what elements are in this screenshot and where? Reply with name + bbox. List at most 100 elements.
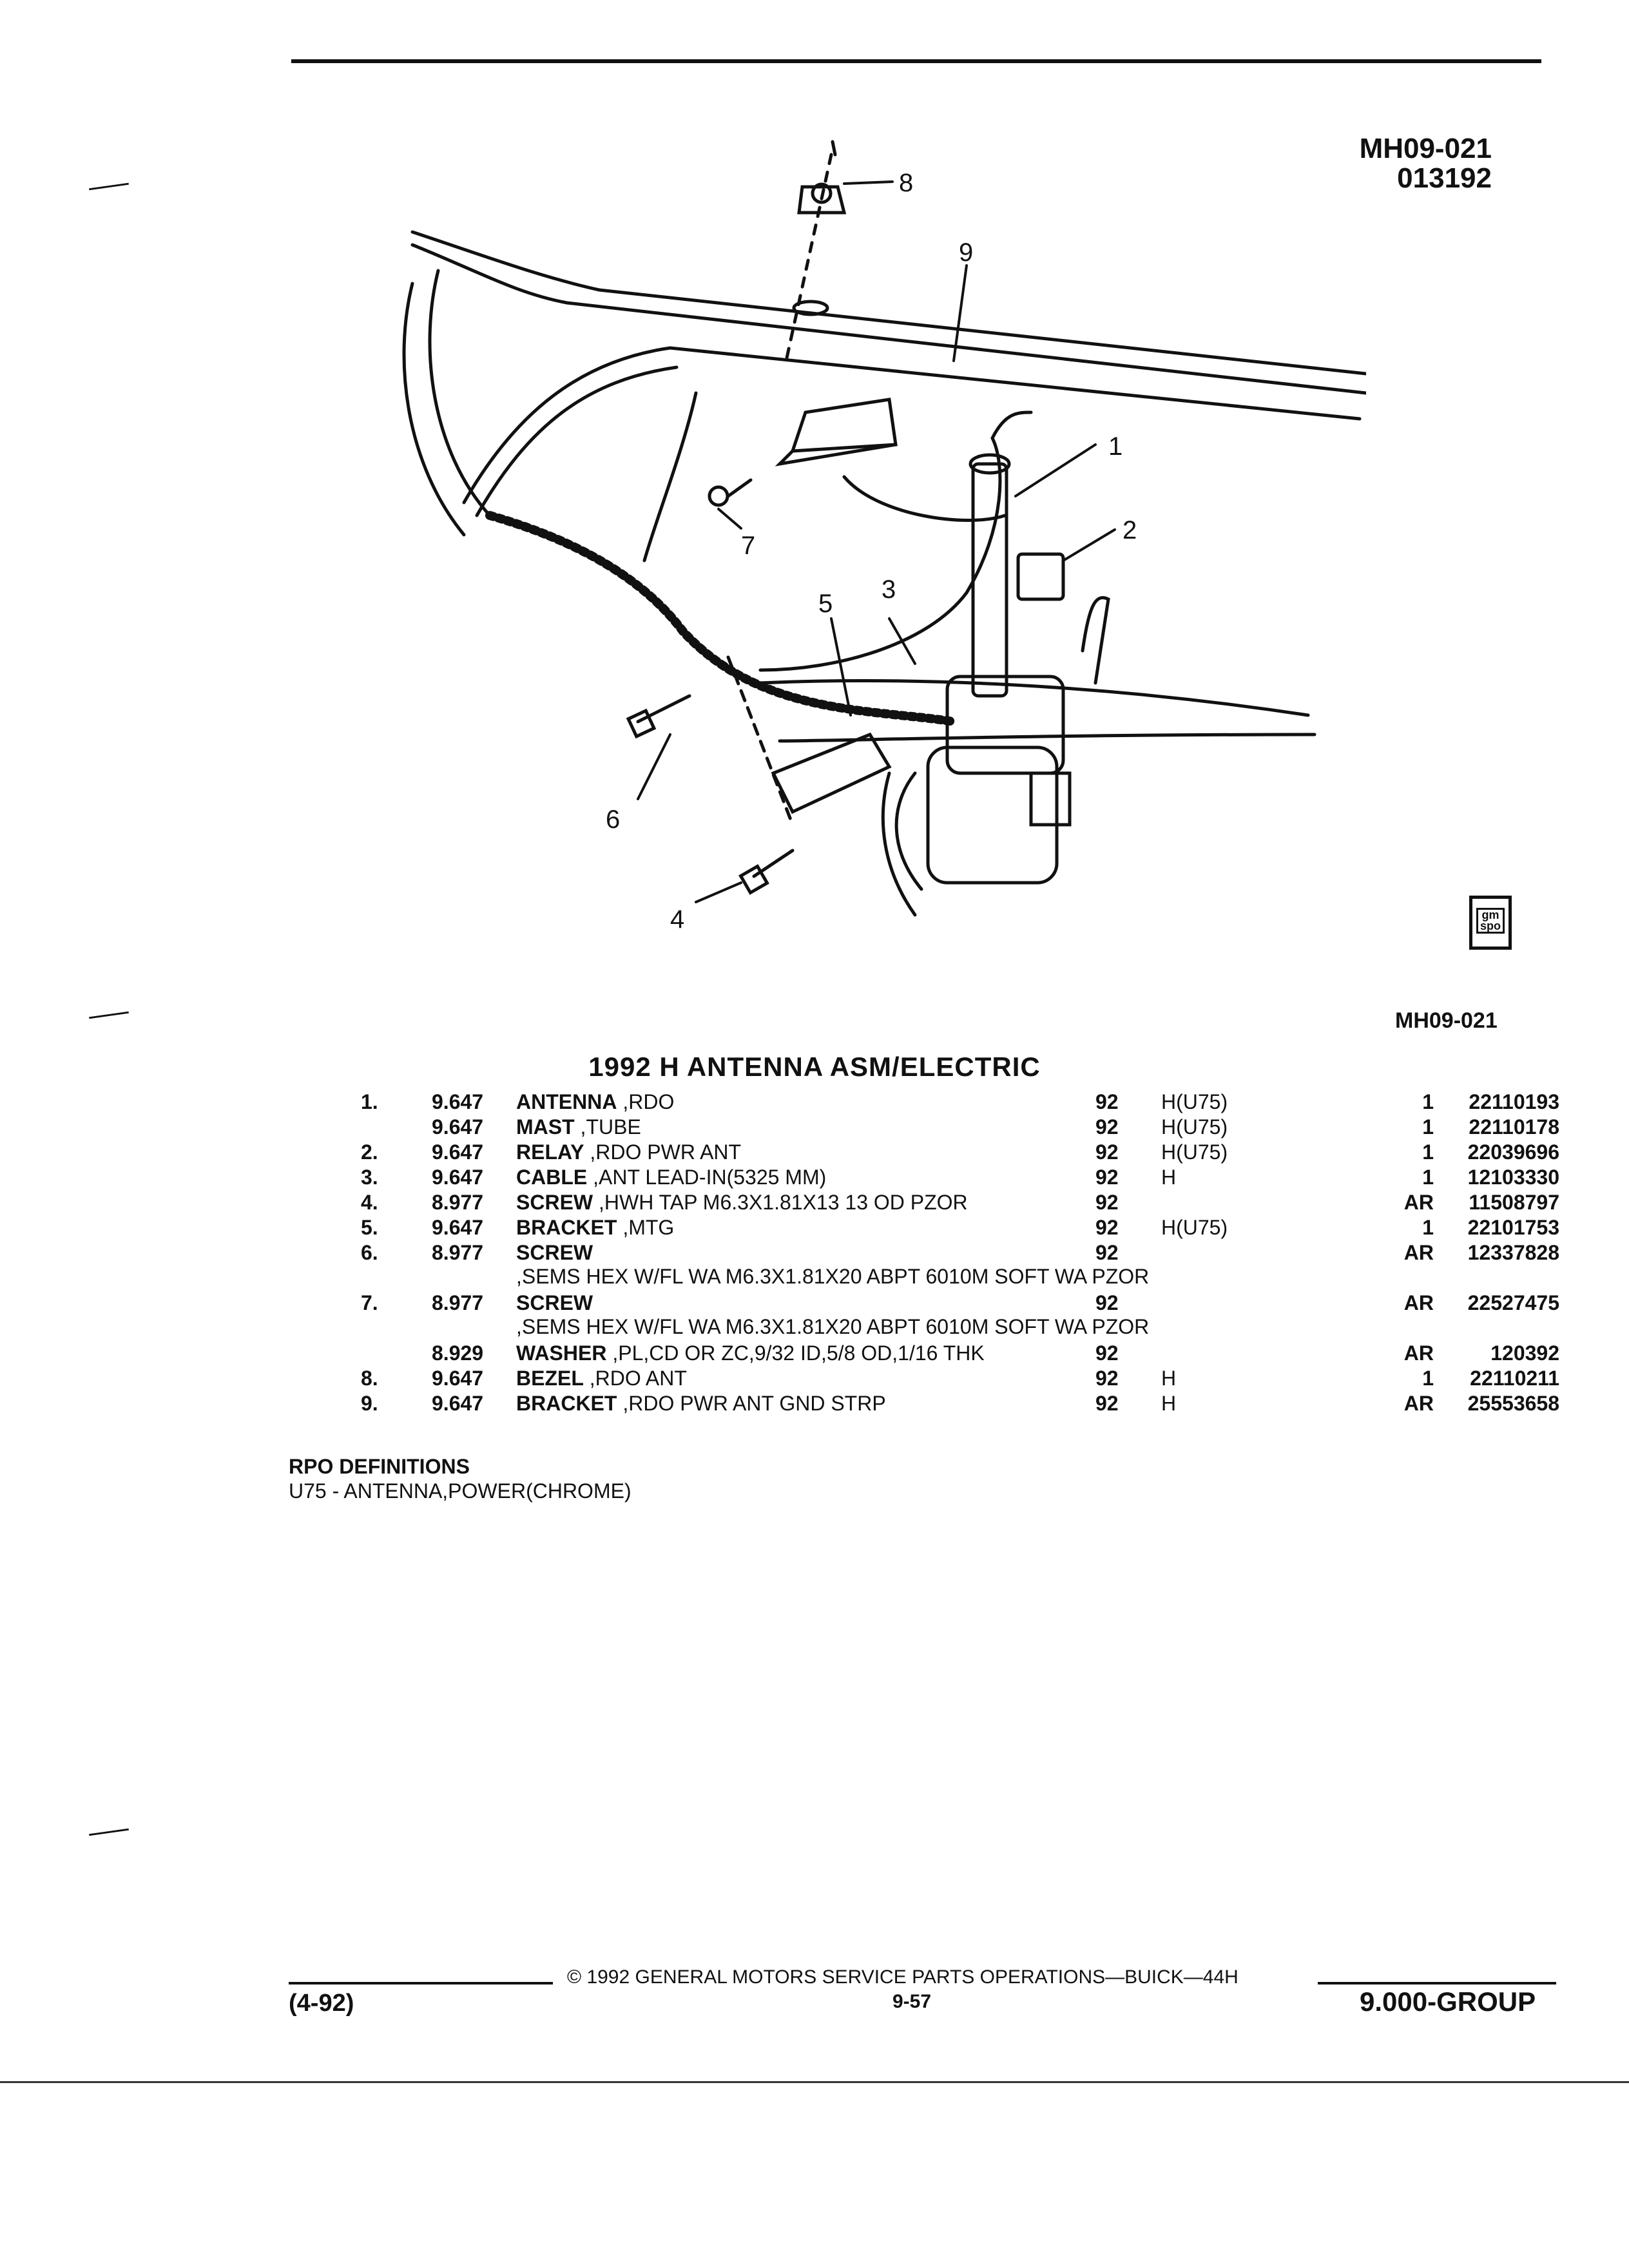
part-group: 9.647 (432, 1166, 484, 1189)
part-number: 12337828 (1467, 1241, 1559, 1264)
panel-arc (642, 391, 698, 562)
bottom-rule (0, 2081, 1629, 2083)
callout-2: 2 (1123, 516, 1137, 544)
antenna-cable (758, 436, 1002, 672)
connector (1081, 596, 1110, 685)
part-year: 92 (1095, 1115, 1119, 1139)
part-ref: 2. (361, 1140, 378, 1164)
leader-line (695, 881, 742, 903)
antenna-mast (784, 153, 833, 363)
part-detail: ,RDO PWR ANT (590, 1140, 742, 1164)
part-description: CABLE ,ANT LEAD-IN(5325 MM) (516, 1166, 1045, 1189)
part-name: WASHER (516, 1341, 607, 1365)
callout-9: 9 (959, 238, 973, 267)
wire-harness (485, 511, 958, 726)
part-year: 92 (1095, 1367, 1119, 1390)
part-qty: AR (1403, 1341, 1434, 1365)
part-group: 9.647 (432, 1090, 484, 1113)
part-number: 22527475 (1467, 1291, 1559, 1314)
roof-line (410, 230, 1366, 376)
part-detail: ,ANT LEAD-IN(5325 MM) (593, 1166, 827, 1189)
part-description: SCREW ,SEMS HEX W/FL WA M6.3X1.81X20 ABP… (516, 1291, 1149, 1339)
motor-housing (945, 675, 1065, 775)
part-qty: AR (1403, 1241, 1434, 1264)
screw-7 (708, 485, 729, 507)
part-number: 120392 (1490, 1341, 1559, 1365)
part-name: MAST (516, 1115, 575, 1139)
antenna-mast-lead (831, 140, 837, 157)
mounting-bracket (771, 732, 892, 814)
window-frame (462, 346, 1362, 505)
part-ref: 4. (361, 1191, 378, 1214)
wheelhouse (881, 771, 917, 917)
part-group: 9.647 (432, 1367, 484, 1390)
callout-4: 4 (670, 905, 684, 934)
screw-6 (636, 694, 691, 724)
part-qty: 1 (1422, 1140, 1434, 1164)
part-year: 92 (1095, 1090, 1119, 1113)
part-name: BRACKET (516, 1216, 617, 1239)
part-group: 8.977 (432, 1191, 484, 1214)
part-name: SCREW (516, 1191, 593, 1214)
rpo-heading: RPO DEFINITIONS (289, 1455, 470, 1478)
part-series: H (1161, 1392, 1177, 1415)
ground-strap-bracket (790, 398, 898, 453)
part-description: MAST ,TUBE (516, 1115, 1045, 1139)
part-ref: 1. (361, 1090, 378, 1113)
part-description: BRACKET ,MTG (516, 1216, 1045, 1240)
part-group: 8.977 (432, 1291, 484, 1314)
part-detail: ,SEMS HEX W/FL WA M6.3X1.81X20 ABPT 6010… (516, 1315, 1150, 1338)
part-qty: AR (1403, 1392, 1434, 1415)
part-name: SCREW (516, 1291, 593, 1314)
part-qty: 1 (1422, 1115, 1434, 1139)
part-year: 92 (1095, 1291, 1119, 1314)
part-ref: 6. (361, 1241, 378, 1264)
leader-line (888, 617, 916, 665)
callout-1: 1 (1108, 432, 1123, 461)
part-detail: ,RDO ANT (589, 1367, 687, 1390)
part-qty: AR (1403, 1291, 1434, 1314)
part-qty: 1 (1422, 1090, 1434, 1113)
part-name: BEZEL (516, 1367, 584, 1390)
part-name: ANTENNA (516, 1090, 617, 1113)
part-year: 92 (1095, 1392, 1119, 1415)
window-frame (475, 365, 679, 517)
roof-line (410, 243, 1366, 395)
antenna-illustration: 8 9 1 2 7 5 3 6 4 (402, 140, 1366, 934)
part-series: H(U75) (1161, 1090, 1228, 1113)
quarter-panel (428, 269, 492, 517)
part-detail: ,RDO PWR ANT GND STRP (622, 1392, 886, 1415)
callout-6: 6 (606, 805, 620, 834)
part-detail: ,PL,CD OR ZC,9/32 ID,5/8 OD,1/16 THK (612, 1341, 985, 1365)
leader-line (717, 508, 742, 530)
part-ref: 8. (361, 1367, 378, 1390)
top-rule (291, 59, 1541, 63)
part-ref: 7. (361, 1291, 378, 1314)
margin-mark (89, 1828, 129, 1836)
antenna-tube (971, 462, 1008, 698)
margin-mark (89, 182, 129, 191)
part-detail: ,TUBE (580, 1115, 641, 1139)
figure-code: MH09-021 013192 (1353, 133, 1492, 193)
part-qty: 1 (1422, 1367, 1434, 1390)
part-number: 22101753 (1467, 1216, 1559, 1239)
part-series: H (1161, 1367, 1177, 1390)
relay (1016, 552, 1065, 601)
part-year: 92 (1095, 1191, 1119, 1214)
callout-7: 7 (741, 532, 755, 560)
part-description: WASHER ,PL,CD OR ZC,9/32 ID,5/8 OD,1/16 … (516, 1341, 1045, 1365)
leader-line (1014, 443, 1097, 497)
part-qty: 1 (1422, 1166, 1434, 1189)
part-description: BRACKET ,RDO PWR ANT GND STRP (516, 1392, 1045, 1416)
footer-date: (4-92) (289, 1990, 354, 2017)
part-detail: ,RDO (622, 1090, 675, 1113)
part-year: 92 (1095, 1166, 1119, 1189)
